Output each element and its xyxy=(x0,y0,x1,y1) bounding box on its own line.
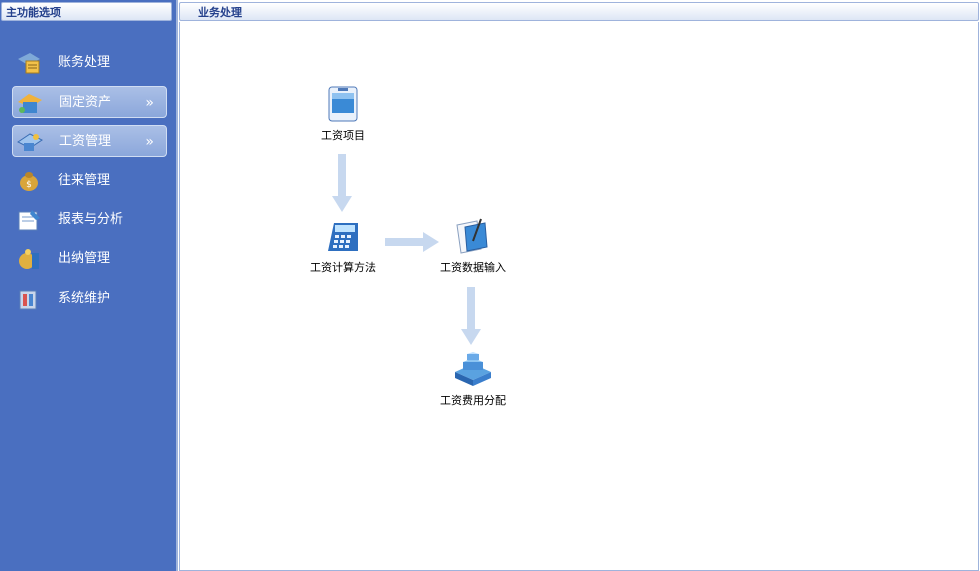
accounts-icon: $ xyxy=(16,169,42,193)
flow-node-salary-items[interactable]: 工资项目 xyxy=(300,85,386,143)
sidebar-item-reports[interactable]: 报表与分析 xyxy=(12,204,167,236)
sidebar-item-label: 出纳管理 xyxy=(58,251,111,266)
system-icon xyxy=(16,287,42,311)
sidebar-item-label: 固定资产 xyxy=(59,95,112,110)
sidebar: 主功能选项 账务处理 固定资产 » xyxy=(0,0,176,571)
arrow-right-icon xyxy=(385,232,439,252)
flow-node-cost-allocation[interactable]: 工资费用分配 xyxy=(428,350,518,408)
chevron-right-icon: » xyxy=(145,134,154,150)
sidebar-item-label: 往来管理 xyxy=(58,173,111,188)
sidebar-item-label: 账务处理 xyxy=(58,55,111,70)
calculator-icon xyxy=(328,223,358,251)
flow-node-data-entry[interactable]: 工资数据输入 xyxy=(428,217,518,275)
cost-allocation-icon xyxy=(455,352,491,386)
flow-canvas: 工资项目 工资计算方法 工资数据输入 xyxy=(179,22,979,571)
chevron-right-icon: » xyxy=(145,95,154,111)
sidebar-item-system[interactable]: 系统维护 xyxy=(12,283,167,315)
ledger-icon xyxy=(16,51,42,75)
data-entry-icon xyxy=(456,218,488,254)
sidebar-item-label: 系统维护 xyxy=(58,291,111,306)
sidebar-item-accounts[interactable]: $ 往来管理 xyxy=(12,165,167,197)
sidebar-item-payroll[interactable]: 工资管理 » xyxy=(12,125,167,157)
arrow-down-icon xyxy=(461,287,481,345)
fixed-assets-icon xyxy=(17,91,43,115)
main-panel: 业务处理 工资项目 xyxy=(176,0,980,571)
cashier-icon xyxy=(16,247,42,271)
report-icon xyxy=(16,208,42,232)
flow-node-calculation-method[interactable]: 工资计算方法 xyxy=(298,217,388,275)
payroll-icon xyxy=(17,130,43,154)
sidebar-item-label: 报表与分析 xyxy=(58,212,124,227)
salary-items-icon xyxy=(328,86,358,122)
sidebar-item-fixed-assets[interactable]: 固定资产 » xyxy=(12,86,167,118)
sidebar-item-ledger[interactable]: 账务处理 xyxy=(12,47,167,79)
sidebar-item-label: 工资管理 xyxy=(59,134,112,149)
sidebar-title: 主功能选项 xyxy=(1,2,172,21)
panel-title: 业务处理 xyxy=(179,2,979,21)
svg-text:$: $ xyxy=(26,180,32,190)
sidebar-item-cashier[interactable]: 出纳管理 xyxy=(12,243,167,275)
arrow-down-icon xyxy=(332,154,352,212)
